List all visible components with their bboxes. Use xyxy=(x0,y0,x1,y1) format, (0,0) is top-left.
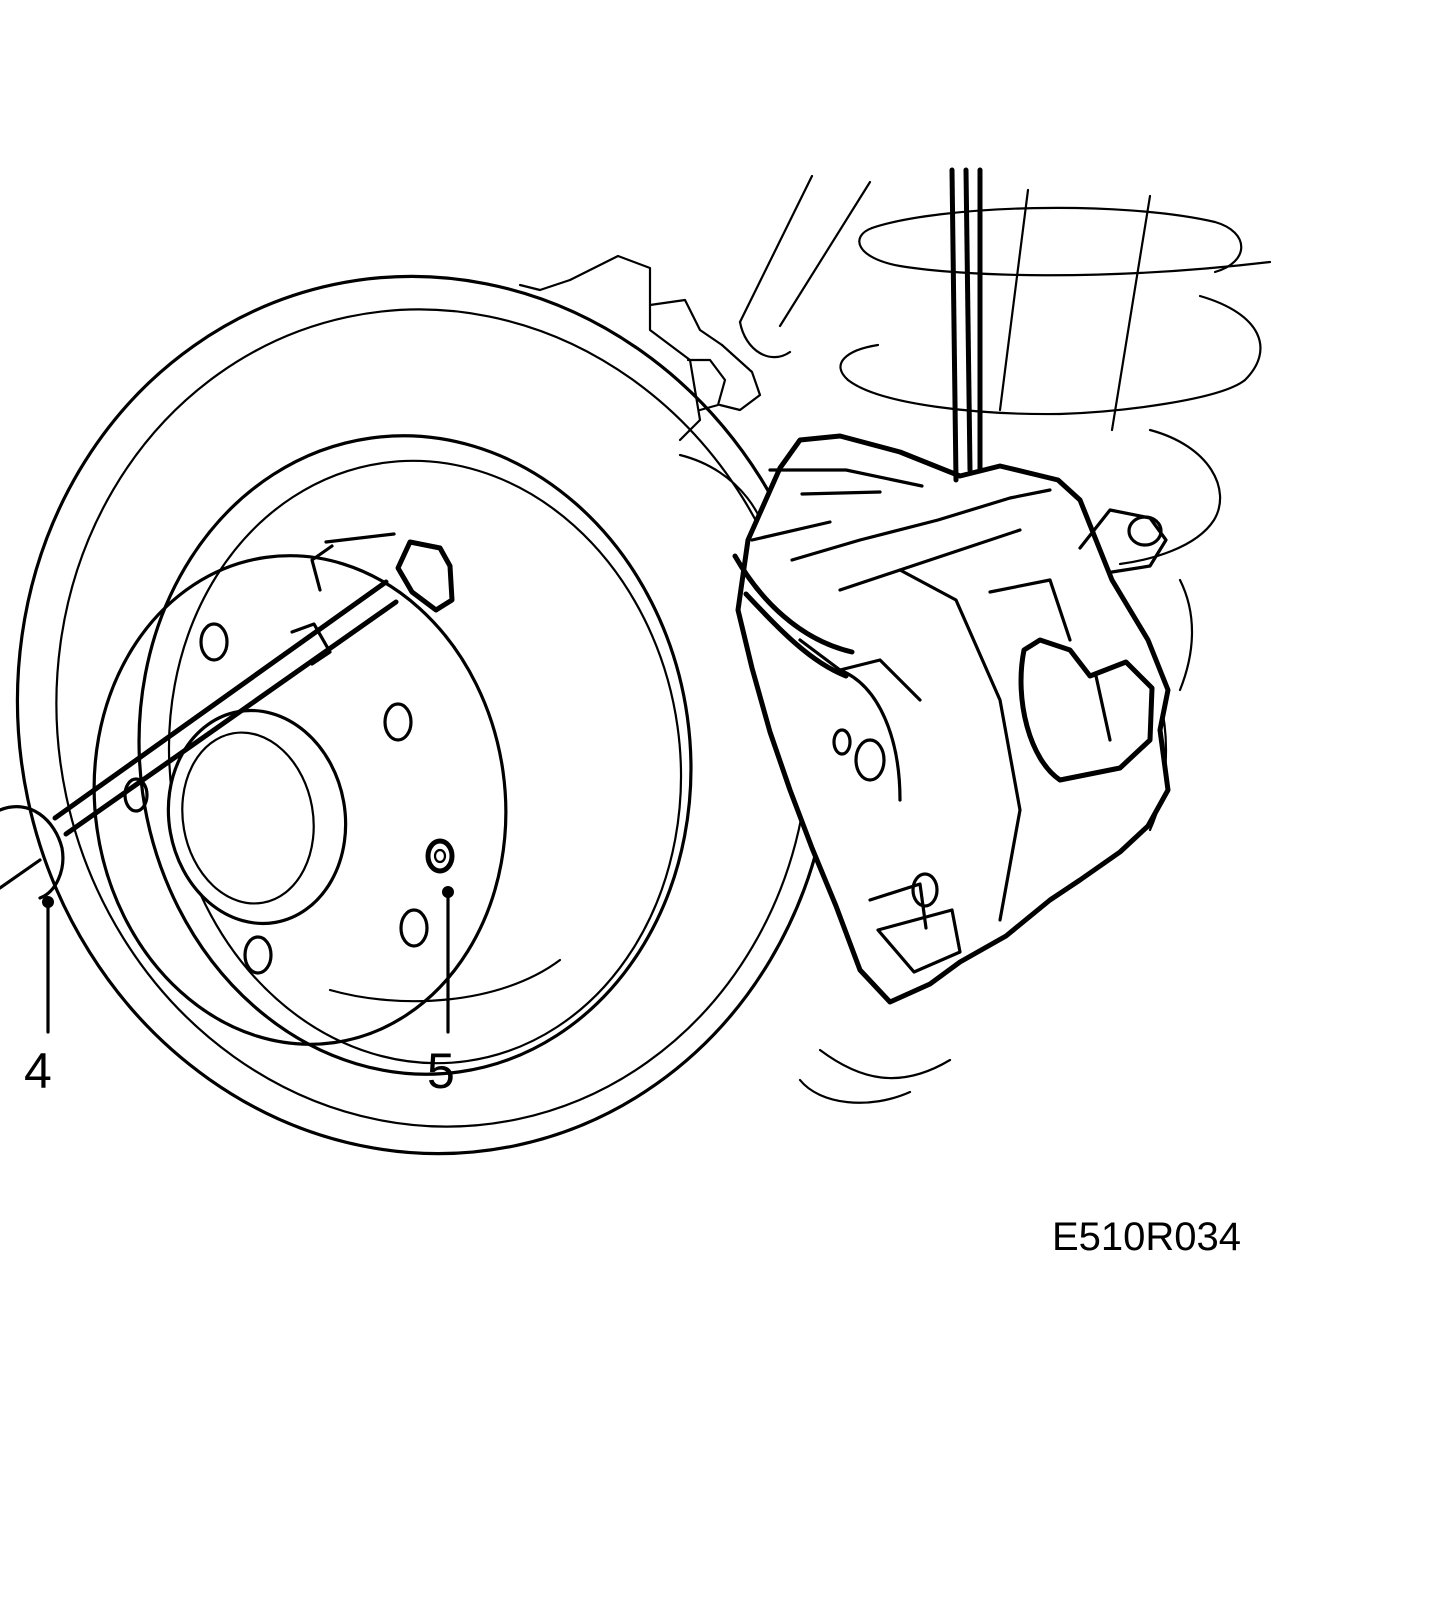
brake-disc xyxy=(15,274,835,1156)
wheel-hub xyxy=(92,554,508,1046)
coil-spring xyxy=(839,206,1272,832)
figure-code: E510R034 xyxy=(1052,1215,1241,1259)
callout-5: 5 xyxy=(427,886,455,1099)
screwdriver-tool xyxy=(0,532,455,900)
callout-5-label: 5 xyxy=(427,1043,455,1099)
bolt-hole-5 xyxy=(425,838,455,874)
brake-caliper xyxy=(735,433,1171,1005)
callout-4-label: 4 xyxy=(24,1043,52,1099)
callout-4: 4 xyxy=(24,896,54,1099)
strut-and-arm xyxy=(738,174,1152,432)
retaining-spring xyxy=(732,490,882,679)
hanging-wire xyxy=(949,167,983,483)
